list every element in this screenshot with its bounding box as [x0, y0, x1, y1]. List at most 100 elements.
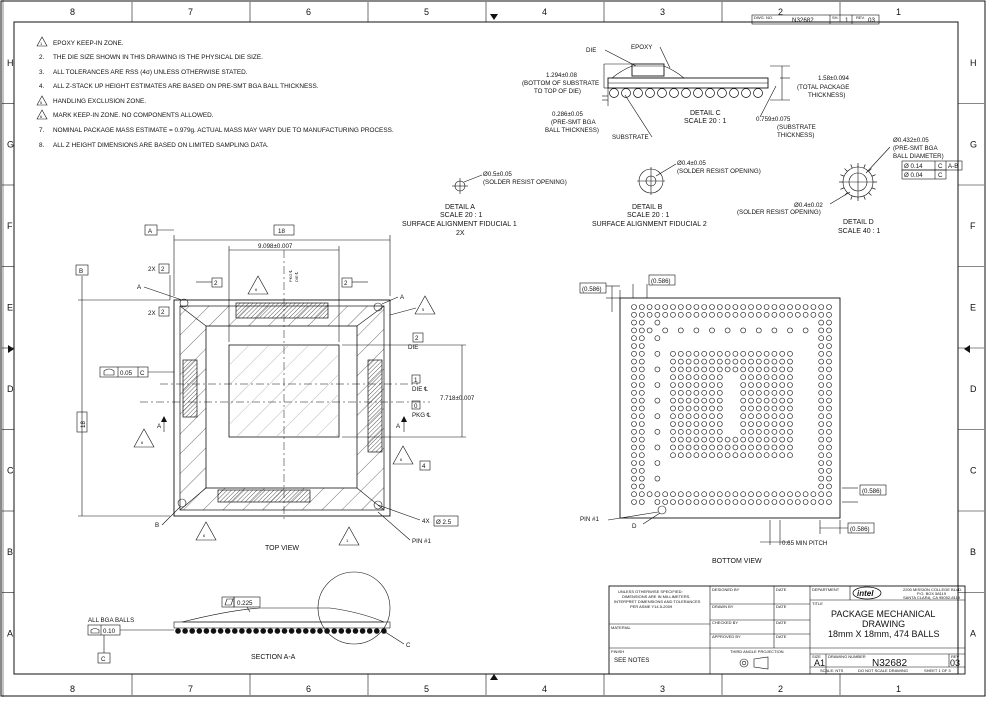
- bga-ball: [709, 436, 715, 443]
- top-view-datum-a: A: [148, 228, 153, 235]
- bga-ball: [740, 397, 747, 404]
- bga-ball: [701, 421, 708, 427]
- note-8-num: 8.: [39, 142, 45, 149]
- note-5: 5 HANDLING EXCLUSION ZONE.: [36, 95, 146, 106]
- tb-date-3: DATE: [776, 620, 787, 625]
- note-2-text: THE DIE SIZE SHOWN IN THIS DRAWING IS TH…: [53, 54, 263, 61]
- detail-c-bottom-note1: (BOTTOM OF SUBSTRATE: [522, 80, 599, 87]
- bga-ball-grid: [631, 304, 832, 505]
- bga-ball: [748, 421, 754, 427]
- bga-ball: [709, 397, 715, 404]
- bga-ball: [755, 366, 762, 373]
- section-ball: [352, 628, 359, 634]
- bga-ball: [693, 397, 700, 404]
- section-balls: [175, 628, 387, 634]
- note-8-text: ALL Z HEIGHT DIMENSIONS ARE BASED ON LIM…: [53, 142, 269, 149]
- bga-ball: [748, 436, 754, 443]
- bga-ball: [810, 499, 817, 505]
- tb-title-1: PACKAGE MECHANICAL: [831, 609, 935, 619]
- section-ball: [267, 628, 274, 634]
- bga-ball: [771, 444, 778, 451]
- detail-a-title: DETAIL A: [445, 204, 475, 211]
- bga-ball: [740, 452, 747, 459]
- bga-ball: [740, 499, 747, 505]
- tb-drawn-by: DRAWN BY: [712, 604, 734, 609]
- bga-ball: [693, 491, 700, 498]
- bga-ball: [693, 444, 700, 451]
- tb-address-3: SANTA CLARA, CA 95052-8119: [903, 595, 961, 600]
- solder-mask-tick: [863, 164, 866, 169]
- bga-ball: [748, 428, 754, 435]
- bga-ball: [740, 374, 747, 381]
- bga-ball: [763, 311, 770, 318]
- section-ball: [317, 628, 323, 634]
- bga-ball: [826, 335, 832, 342]
- zone-row-label: A: [7, 628, 13, 638]
- solder-ball: [633, 88, 643, 98]
- top-view-2-top: 2: [161, 266, 165, 273]
- detail-a: Ø0.5±0.05 (SOLDER RESIST OPENING) DETAIL…: [402, 171, 567, 237]
- detail-b-opening: Ø0.4±0.05: [677, 160, 706, 167]
- bga-ball: [638, 428, 645, 435]
- note-3-text: ALL TOLERANCES ARE RSS (4σ) UNLESS OTHER…: [53, 69, 248, 76]
- bga-ball: [685, 421, 692, 427]
- section-ball: [295, 628, 302, 634]
- bga-ball: [631, 374, 637, 381]
- bga-ball: [670, 405, 676, 412]
- bga-ball: [701, 491, 708, 498]
- bga-ball: [748, 405, 754, 412]
- bga-ball: [693, 374, 700, 381]
- bga-ball: [755, 382, 762, 388]
- bga-ball: [779, 304, 786, 310]
- top-dwg-no: N32682: [792, 17, 814, 24]
- bga-ball: [755, 499, 762, 505]
- solder-ball: [657, 88, 667, 98]
- bga-ball: [685, 499, 692, 505]
- bga-ball: [701, 428, 708, 435]
- solder-ball: [753, 88, 763, 98]
- detail-c-total-note2: THICKNESS): [808, 92, 845, 99]
- bga-ball: [748, 413, 754, 420]
- section-ball: [246, 628, 252, 634]
- bga-ball: [670, 444, 676, 451]
- bga-ball: [787, 311, 793, 318]
- bga-ball: [701, 382, 708, 388]
- top-view-4-right: 4: [422, 463, 426, 470]
- solder-ball: [621, 88, 631, 98]
- bga-ball: [826, 483, 832, 490]
- tb-approved-by: APPROVED BY: [712, 634, 741, 639]
- bga-ball: [709, 491, 715, 498]
- bga-ball: [740, 389, 747, 396]
- section-coplanarity-tol: 0.10: [103, 628, 116, 635]
- bga-ball: [677, 350, 684, 357]
- top-view-section-a-left: A: [157, 423, 162, 430]
- bga-ball: [677, 382, 684, 388]
- bga-ball: [740, 366, 747, 373]
- detail-d-ball-note1: (PRE-SMT BGA: [893, 145, 938, 152]
- bga-ball: [701, 405, 708, 412]
- section-a-a: 0.225 ALL BGA BALLS 0.10 C C SECTION A-A: [87, 571, 411, 664]
- solder-mask-tick: [844, 168, 848, 172]
- bga-ball: [818, 436, 825, 443]
- bga-ball: [638, 389, 645, 396]
- bga-ball: [779, 428, 786, 435]
- bga-ball: [732, 436, 739, 443]
- bga-ball: [826, 366, 832, 373]
- svg-text:5: 5: [422, 307, 425, 312]
- bga-ball: [701, 374, 708, 381]
- bga-ball: [748, 499, 754, 505]
- bga-ball: [779, 436, 786, 443]
- bga-ball: [716, 397, 723, 404]
- detail-c-substrate-note1: (SUBSTRATE: [777, 124, 816, 131]
- bga-ball: [654, 460, 661, 466]
- bga-ball: [763, 436, 770, 443]
- bga-ball: [701, 413, 708, 420]
- svg-text:1: 1: [346, 538, 349, 543]
- bga-ball: [638, 327, 645, 334]
- bottom-view-pitch-r1: (0.586): [862, 488, 882, 495]
- bga-ball: [740, 428, 747, 435]
- bga-ball: [755, 327, 762, 334]
- bga-ball: [779, 311, 786, 318]
- bga-ball: [701, 358, 708, 365]
